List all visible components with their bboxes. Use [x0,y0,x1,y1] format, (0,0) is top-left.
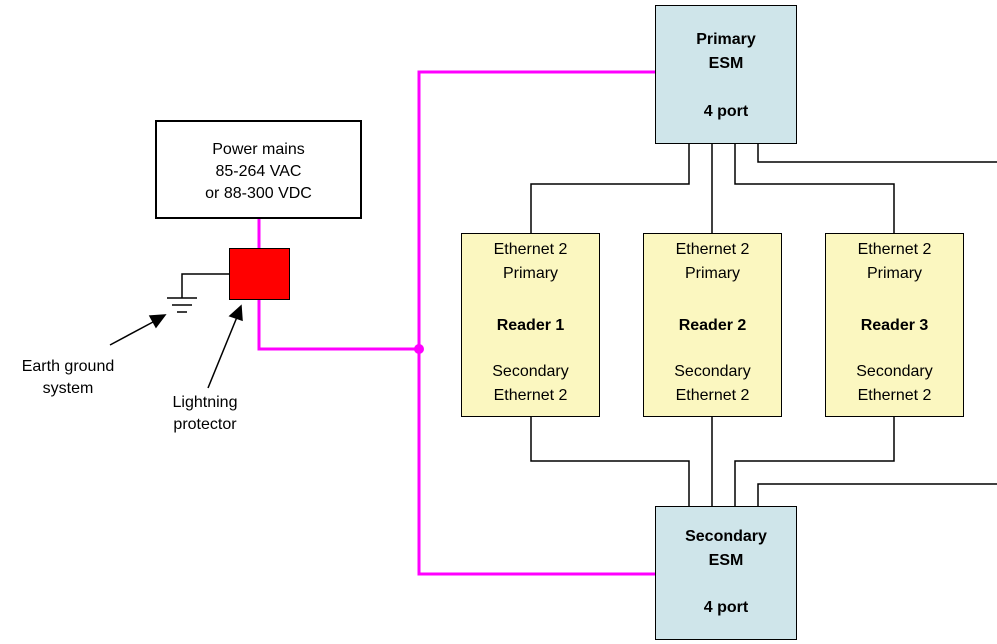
reader-2-bottom-line1: Secondary [674,363,751,380]
primary-esm-port-count: 4 port [703,103,749,120]
reader-1-box: Ethernet 2 Primary Reader 1 Secondary Et… [461,233,600,417]
reader-3-bottom-line1: Secondary [856,363,933,380]
lightning-protector-label-line2: protector [173,416,237,433]
reader-3-box: Ethernet 2 Primary Reader 3 Secondary Et… [825,233,964,417]
reader-2-top-line1: Ethernet 2 [675,241,750,258]
protector-to-bus-wire [257,300,419,351]
reader-1-name: Reader 1 [496,317,565,334]
esm-power-bus-wire [417,70,655,576]
primary-esm-line1: Primary [696,31,756,48]
power-mains-ac-range: 85-264 VAC [215,163,302,180]
lightning-protector-label: Lightning protector [140,392,270,436]
power-mains-title: Power mains [212,141,305,158]
ground-wire [181,273,229,298]
reader-1-bottom-line2: Ethernet 2 [493,387,568,404]
reader-2-bottom-line2: Ethernet 2 [675,387,750,404]
reader-3-bottom-line2: Ethernet 2 [857,387,932,404]
reader-1-top-line1: Ethernet 2 [493,241,568,258]
primary-to-reader1-wire [530,144,690,233]
power-wires [257,70,655,576]
reader1-to-secondary-wire [530,417,690,506]
primary-esm-line2: ESM [708,55,744,72]
lightning-arrowhead [228,304,243,322]
reader-3-top-line2: Primary [866,265,923,282]
arrows [109,304,243,389]
earth-ground-label: Earth ground system [0,356,136,400]
lightning-protector-label-line1: Lightning [172,394,238,411]
secondary-esm-line2: ESM [708,552,744,569]
earth-ground-label-line1: Earth ground [21,358,115,375]
secondary-esm-line1: Secondary [685,528,767,545]
secondary-esm-box: Secondary ESM 4 port [655,506,797,640]
reader-2-box: Ethernet 2 Primary Reader 2 Secondary Et… [643,233,782,417]
power-mains-dc-range: or 88-300 VDC [205,185,312,202]
earth-ground-label-line2: system [42,380,94,397]
earth-ground-arrow-line [109,321,154,346]
primary-extra-port-wire [757,144,997,163]
earth-ground-arrowhead [148,314,167,329]
secondary-extra-port-wire [757,483,997,506]
reader-3-top-line1: Ethernet 2 [857,241,932,258]
lightning-protector-box [229,248,290,300]
reader-1-top-line2: Primary [502,265,559,282]
reader3-to-secondary-wire [734,417,895,506]
reader-3-name: Reader 3 [860,317,929,334]
power-mains-box: Power mains 85-264 VAC or 88-300 VDC [155,120,362,219]
ethernet-wires [167,144,997,506]
reader-2-top-line2: Primary [684,265,741,282]
reader-2-name: Reader 2 [678,317,747,334]
primary-esm-box: Primary ESM 4 port [655,5,797,144]
primary-to-reader3-wire [734,144,895,233]
lightning-arrow-line [207,316,238,389]
secondary-esm-port-count: 4 port [703,599,749,616]
power-junction-dot [414,344,424,354]
reader-1-bottom-line1: Secondary [492,363,569,380]
